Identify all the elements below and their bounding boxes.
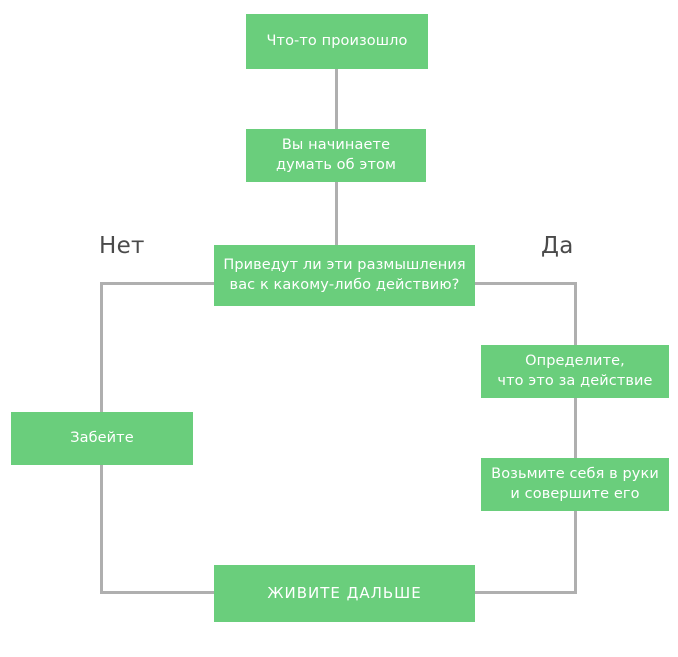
node-decision-line-2: вас к какому-либо действию? (229, 276, 460, 293)
connector-decision-yes-horizontal (473, 282, 577, 285)
connector-decision-no-horizontal (100, 282, 216, 285)
node-decision-will-thoughts-lead-to-action[interactable]: Приведут ли эти размышления вас к какому… (214, 245, 475, 306)
node-define-line-1: Определите, (525, 352, 625, 369)
node-act-line-2: и совершите его (510, 485, 640, 502)
node-decision-line-1: Приведут ли эти размышления (223, 256, 466, 273)
branch-label-no: Нет (99, 233, 145, 259)
node-live-on[interactable]: ЖИВИТЕ ДАЛЬШЕ (214, 565, 475, 622)
node-act-label: Возьмите себя в руки и совершите его (491, 465, 659, 504)
node-forget-about-it[interactable]: Забейте (11, 412, 193, 465)
branch-label-yes: Да (541, 233, 574, 259)
node-thinking-line-2: думать об этом (275, 156, 397, 173)
node-thinking-label: Вы начинаете думать об этом (276, 136, 396, 175)
connector-start-to-thinking (335, 69, 338, 129)
node-something-happened[interactable]: Что-то произошло (246, 14, 428, 69)
node-define-label: Определите, что это за действие (497, 352, 652, 391)
connector-forget-to-bottom-vertical (100, 463, 103, 594)
connector-act-to-bottom-vertical (574, 509, 577, 594)
node-you-start-thinking[interactable]: Вы начинаете думать об этом (246, 129, 426, 182)
node-thinking-line-1: Вы начинаете (281, 136, 391, 153)
connector-act-to-live-on-horizontal (473, 591, 577, 594)
node-live-on-label: ЖИВИТЕ ДАЛЬШЕ (267, 584, 422, 603)
connector-forget-to-live-on-horizontal (100, 591, 216, 594)
node-define-the-action[interactable]: Определите, что это за действие (481, 345, 669, 398)
node-pull-yourself-together-and-do-it[interactable]: Возьмите себя в руки и совершите его (481, 458, 669, 511)
connector-decision-yes-vertical (574, 282, 577, 347)
connector-thinking-to-decision (335, 182, 338, 245)
node-forget-label: Забейте (70, 429, 134, 446)
node-start-label: Что-то произошло (266, 32, 408, 49)
node-act-line-1: Возьмите себя в руки (491, 465, 659, 482)
node-decision-label: Приведут ли эти размышления вас к какому… (223, 256, 465, 295)
node-define-line-2: что это за действие (497, 372, 653, 389)
connector-decision-no-vertical (100, 282, 103, 414)
connector-define-to-act-vertical (574, 396, 577, 460)
